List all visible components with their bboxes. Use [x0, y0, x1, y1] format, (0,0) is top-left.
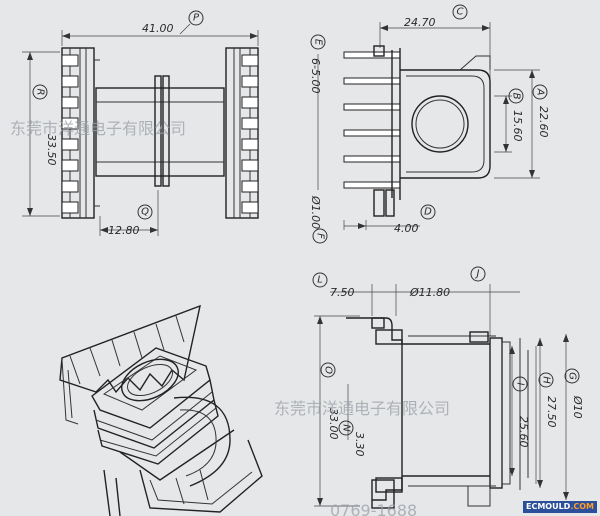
dim-e-value: 6-5.00: [309, 58, 322, 93]
front-view: L 7.50 Ø11.80 J 33.00 O 3.30 N: [312, 266, 584, 509]
dim-o-value: 33.00: [327, 408, 340, 440]
watermark-phone: 0769-1688: [330, 501, 417, 516]
dim-r-value: 33.50: [45, 134, 58, 166]
tag-a: A: [535, 88, 546, 96]
tag-o: O: [323, 366, 334, 374]
dim-g-value: Ø10: [571, 395, 584, 419]
dim-n-value: 3.30: [353, 432, 366, 457]
tag-q: Q: [141, 207, 149, 218]
left-pin-row: [61, 54, 79, 214]
top-view: 41.00 P 33.50 R: [22, 10, 259, 237]
dim-f-value: Ø1.00: [309, 195, 322, 229]
tag-i: I: [515, 383, 526, 386]
right-pin-row: [241, 54, 259, 214]
dim-l-value: 7.50: [330, 286, 355, 299]
logo-suffix: .COM: [570, 502, 594, 511]
tag-j: J: [475, 269, 480, 280]
ecmould-logo: ECMOULD.COM: [522, 501, 597, 513]
dim-a-value: 22.60: [537, 106, 550, 138]
tag-h: H: [541, 376, 552, 384]
dim-j-value: Ø11.80: [409, 286, 450, 299]
logo-main: ECMOULD: [525, 502, 571, 511]
dim-d-value: 4.00: [394, 222, 419, 235]
tag-p: P: [193, 13, 200, 24]
tag-g: G: [567, 372, 578, 380]
watermark-top: 东莞市洋通电子有限公司: [10, 119, 186, 138]
dim-c-value: 24.70: [404, 16, 436, 29]
iso-pins: [59, 304, 201, 425]
tag-b: B: [511, 93, 522, 100]
tag-l: L: [317, 275, 323, 286]
isometric-view: [59, 304, 263, 516]
tag-f: F: [315, 233, 326, 239]
tag-e: E: [313, 39, 324, 46]
tag-d: D: [424, 207, 432, 218]
dim-q-value: 12.80: [108, 224, 140, 237]
tag-n: N: [341, 424, 352, 432]
dim-h-value: 27.50: [545, 396, 558, 428]
side-view: 24.70 C 6-5.00 E 2: [309, 4, 550, 244]
watermark-middle: 东莞市洋通电子有限公司: [274, 399, 450, 418]
dim-i-value: 25.60: [517, 416, 530, 448]
dim-p-value: 41.00: [142, 22, 174, 35]
dim-b-value: 15.60: [511, 110, 524, 142]
tag-r: R: [35, 89, 46, 96]
tag-c: C: [457, 7, 464, 18]
